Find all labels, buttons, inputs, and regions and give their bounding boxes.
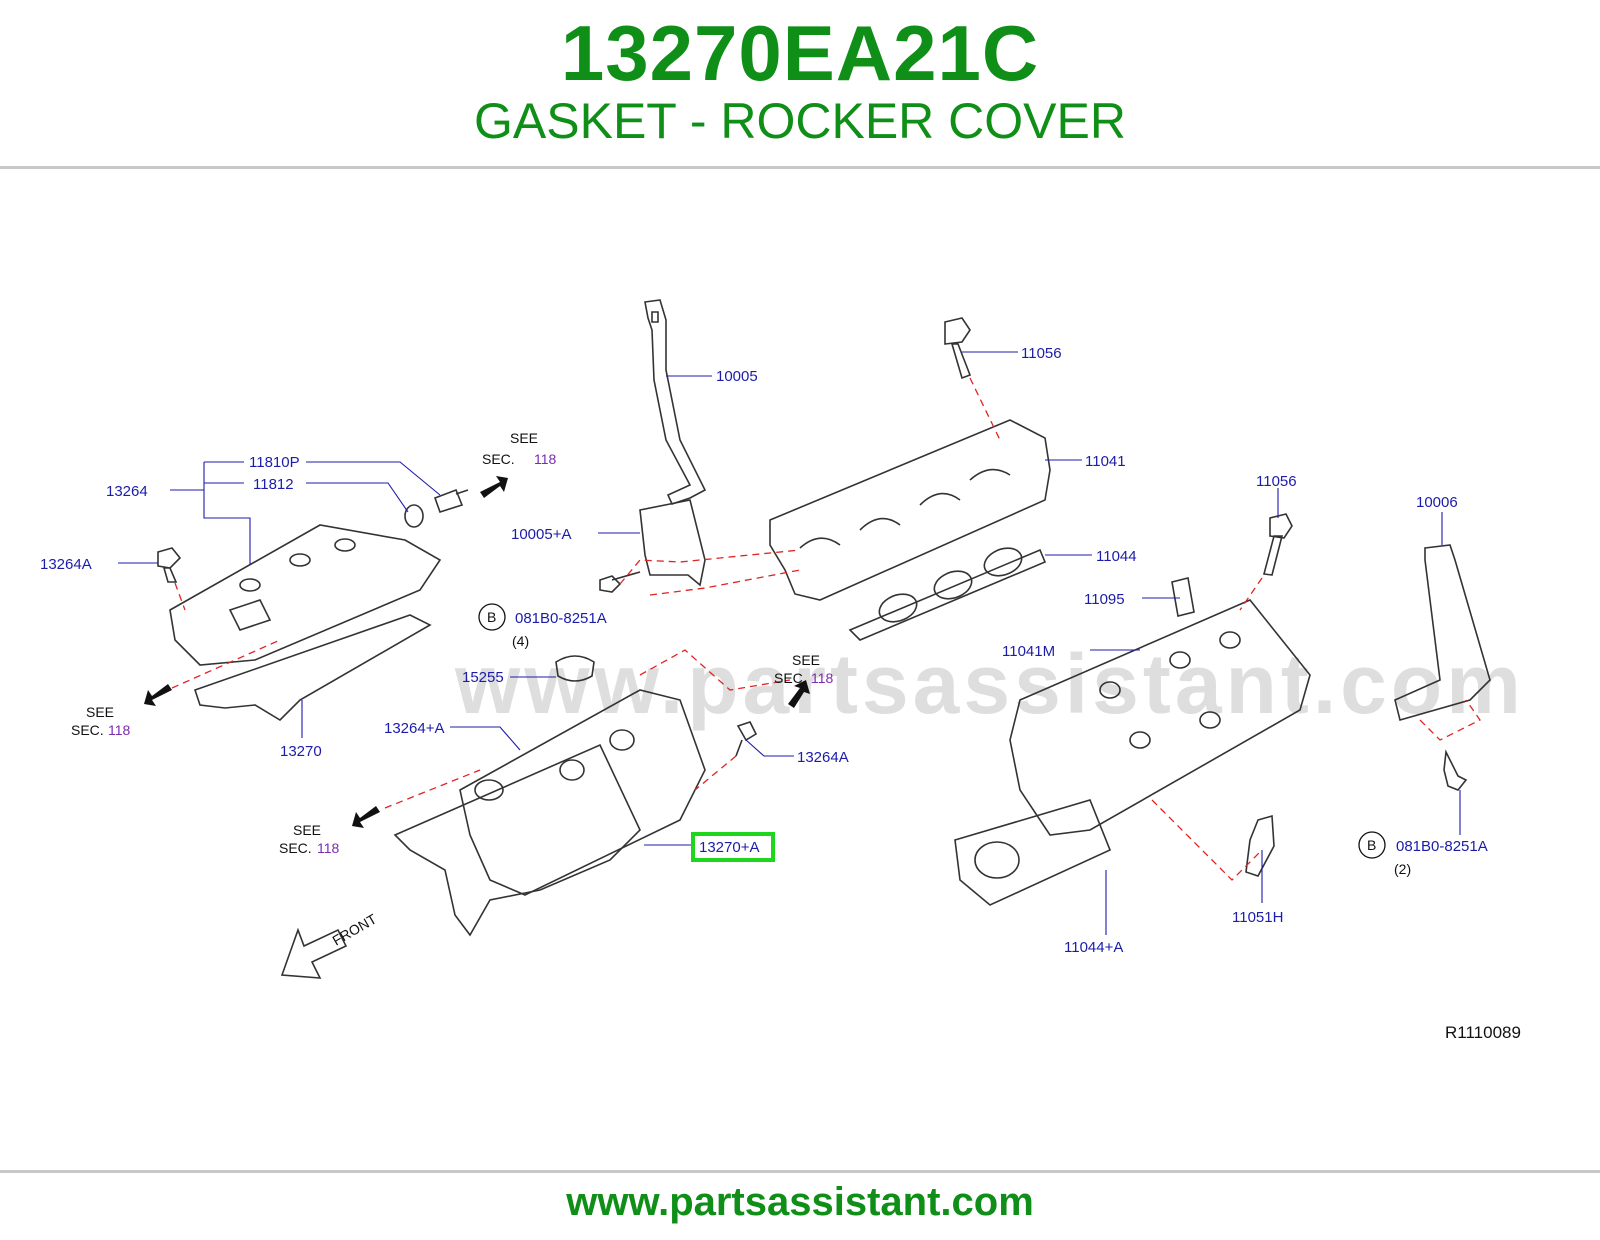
- bolt-13264a-left-drawing: [157, 547, 182, 583]
- callout-13270a-highlighted[interactable]: 13270+A: [699, 839, 759, 856]
- callout-10006: 10006: [1416, 494, 1458, 511]
- part-name-subtitle: GASKET - ROCKER COVER: [474, 93, 1126, 149]
- callout-11051h: 11051H: [1232, 909, 1283, 926]
- grommet-11812-drawing: [404, 504, 424, 528]
- callout-13270: 13270: [280, 743, 322, 760]
- callout-11041m: 11041M: [1002, 643, 1055, 660]
- callout-11044pa: 11044+A: [1064, 939, 1123, 956]
- see-sec-arrow-icon: [788, 680, 810, 708]
- alignment-line: [694, 755, 737, 791]
- callout-11056-top: 11056: [1021, 345, 1062, 362]
- gasket-13270-drawing: [193, 614, 432, 722]
- bolt-11056-right-drawing: [1262, 513, 1293, 576]
- leader-line: [306, 482, 409, 513]
- sec-number[interactable]: 118: [811, 670, 834, 686]
- bolt-marker-circle: [478, 603, 506, 631]
- callout-11041: 11041: [1085, 453, 1126, 470]
- dowel-11095-drawing: [1171, 577, 1195, 617]
- alignment-line: [171, 639, 281, 689]
- sec-number[interactable]: 118: [534, 451, 557, 467]
- see-label: SEE: [293, 822, 321, 838]
- part-number-title: 13270EA21C: [560, 9, 1040, 97]
- head-gasket-11044-drawing: [848, 547, 1047, 641]
- front-arrow-icon: [280, 927, 348, 979]
- highlight-box: [691, 832, 775, 862]
- qty-right: (2): [1394, 861, 1411, 877]
- plug-11051h-drawing: [1245, 814, 1275, 877]
- cylinder-head-11041-drawing: [769, 419, 1051, 601]
- bolt-11056-top-drawing: [944, 317, 972, 380]
- callout-10005a: 10005+A: [511, 526, 571, 543]
- see-label: SEE: [510, 430, 538, 446]
- sec-label: SEC.: [774, 670, 807, 686]
- oil-cap-15255-drawing: [555, 655, 595, 682]
- callout-13264a-left: 13264A: [40, 556, 92, 573]
- callout-15255: 15255: [462, 669, 504, 686]
- callout-11810p: 11810P: [249, 454, 300, 471]
- header-divider: [0, 166, 1600, 169]
- callout-081b0-mid: 081B0-8251A: [515, 610, 607, 627]
- cylinder-head-11041m-drawing: [1009, 599, 1311, 836]
- callout-11056-right: 11056: [1256, 473, 1297, 490]
- bolt-marker-b-right: B: [1367, 837, 1376, 853]
- callout-11095: 11095: [1084, 591, 1125, 608]
- pcv-valve-11810p-drawing: [433, 488, 469, 513]
- see-sec-arrow-icon: [480, 476, 508, 498]
- front-label: FRONT: [330, 910, 380, 948]
- bracket-10005-drawing: [644, 299, 707, 505]
- leader-line: [170, 461, 251, 565]
- alignment-line: [1151, 799, 1263, 881]
- alignment-line: [1239, 577, 1263, 611]
- bolt-081b0-mid-drawing: [599, 571, 641, 593]
- diagram-ref-code: R1110089: [1445, 1023, 1521, 1042]
- sec-label: SEC.: [279, 840, 312, 856]
- sec-label: SEC.: [482, 451, 515, 467]
- alignment-line: [619, 549, 801, 585]
- footer-url[interactable]: www.partsassistant.com: [566, 1180, 1034, 1224]
- alignment-line: [384, 769, 481, 809]
- rocker-cover-13264-drawing: [169, 524, 442, 666]
- sec-label: SEC.: [71, 722, 104, 738]
- alignment-line: [639, 649, 791, 691]
- sec-number[interactable]: 118: [108, 722, 131, 738]
- bolt-marker-b-mid: B: [487, 609, 496, 625]
- callout-081b0-right: 081B0-8251A: [1396, 838, 1488, 855]
- bracket-10006-drawing: [1394, 544, 1491, 721]
- gasket-13270a-drawing: [393, 743, 641, 937]
- callout-11812: 11812: [253, 476, 294, 493]
- bolt-081b0-right-drawing: [1443, 749, 1468, 791]
- sec-number[interactable]: 118: [317, 840, 340, 856]
- leader-line: [306, 461, 441, 496]
- leader-line: [450, 726, 521, 751]
- see-label: SEE: [86, 704, 114, 720]
- callout-10005: 10005: [716, 368, 758, 385]
- bracket-10005a-drawing: [639, 499, 706, 587]
- callout-13264: 13264: [106, 483, 148, 500]
- qty-mid: (4): [512, 633, 529, 649]
- bolt-marker-circle: [1358, 831, 1386, 859]
- callout-13264pa: 13264+A: [384, 720, 444, 737]
- alignment-line: [649, 569, 801, 596]
- footer-divider: [0, 1170, 1600, 1173]
- watermark: www.partsassistant.com: [455, 637, 1525, 731]
- leader-line: [745, 739, 794, 757]
- see-sec-arrow-icon: [352, 806, 380, 828]
- alignment-line: [1419, 699, 1481, 741]
- see-sec-arrow-icon: [144, 684, 172, 706]
- page-header: 13270EA21C GASKET - ROCKER COVER: [0, 0, 1600, 170]
- see-label: SEE: [792, 652, 820, 668]
- head-gasket-11044a-drawing: [954, 799, 1112, 906]
- callout-11044: 11044: [1096, 548, 1137, 565]
- callout-13264a-mid: 13264A: [797, 749, 849, 766]
- alignment-line: [174, 582, 186, 611]
- rocker-cover-13264a-drawing: [459, 689, 706, 896]
- bolt-13264a-mid-drawing: [735, 721, 758, 757]
